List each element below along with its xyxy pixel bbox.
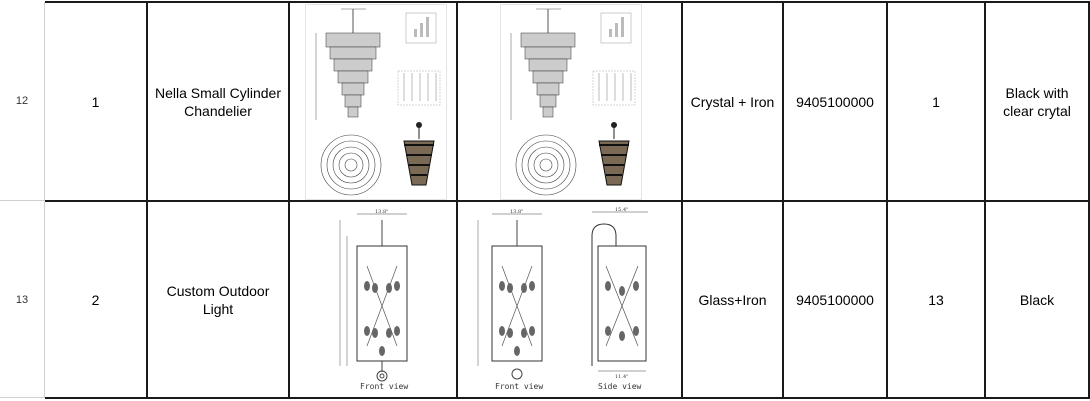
col-border (1088, 2, 1090, 399)
row-number: 12 (15, 95, 29, 107)
side-depth-label: 11.4" (615, 374, 628, 380)
no-value: 1 (91, 93, 100, 110)
chandelier-drawing-image-copy[interactable] (500, 4, 642, 200)
chandelier-drawing-image[interactable] (305, 4, 447, 200)
front-view-label: Front view (495, 382, 543, 391)
col-border (146, 2, 148, 399)
product-name: Nella Small Cylinder Chandelier (154, 84, 282, 119)
col-border (984, 2, 986, 399)
qty-value: 1 (932, 93, 940, 110)
cell-color[interactable]: Black (986, 202, 1088, 397)
cell-hs-code[interactable]: 9405100000 (784, 3, 886, 200)
cell-qty[interactable]: 13 (888, 202, 984, 397)
cell-qty[interactable]: 1 (888, 3, 984, 200)
col-border (456, 2, 458, 399)
cell-color[interactable]: Black with clear crytal (986, 3, 1088, 200)
col-border (681, 2, 683, 399)
row-header-12[interactable]: 12 (0, 2, 45, 201)
material-value: Crystal + Iron (690, 93, 775, 110)
cell-no[interactable]: 1 (45, 3, 146, 200)
color-value: Black (1019, 291, 1055, 308)
col-border (288, 2, 290, 399)
side-view-label: Side view (598, 382, 642, 391)
width-label: 13.8" (375, 209, 388, 215)
hs-code-value: 9405100000 (796, 291, 874, 308)
col-border (886, 2, 888, 399)
bottom-border (45, 397, 1090, 399)
cell-product-name[interactable]: Nella Small Cylinder Chandelier (148, 3, 288, 200)
no-value: 2 (91, 291, 100, 308)
color-value: Black with clear crytal (1003, 84, 1071, 119)
width-label: 13.8" (510, 209, 523, 215)
row-divider (45, 200, 1090, 202)
row-header-13[interactable]: 13 (0, 202, 45, 398)
material-value: Glass+Iron (698, 291, 767, 308)
col-border (782, 2, 784, 399)
cell-material[interactable]: Crystal + Iron (683, 3, 782, 200)
side-width-label: 15.4" (615, 207, 628, 213)
cell-product-name[interactable]: Custom Outdoor Light (148, 202, 288, 397)
qty-value: 13 (928, 291, 944, 308)
cell-material[interactable]: Glass+Iron (683, 202, 782, 397)
cell-no[interactable]: 2 (45, 202, 146, 397)
hs-code-value: 9405100000 (796, 93, 874, 110)
outdoor-light-front-side-view-image[interactable]: 13.8" Front view 15.4" 11.4" Side view (470, 206, 670, 394)
cell-hs-code[interactable]: 9405100000 (784, 202, 886, 397)
front-view-label: Front view (360, 382, 408, 391)
top-border (45, 1, 1090, 3)
row-number: 13 (15, 293, 29, 306)
outdoor-light-front-view-image[interactable]: 13.8" Front view (305, 206, 445, 394)
product-name: Custom Outdoor Light (166, 282, 270, 317)
